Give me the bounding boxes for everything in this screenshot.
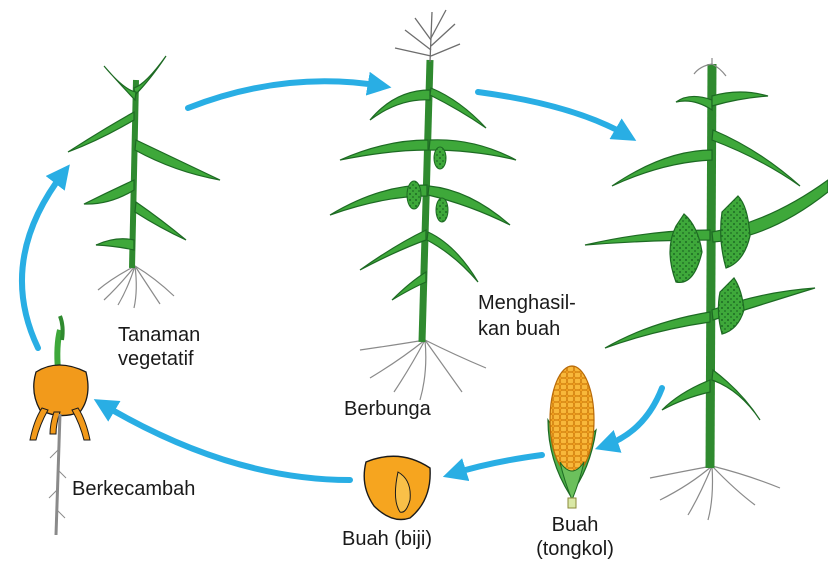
label-flowering: Berbunga <box>344 398 431 420</box>
shoot <box>57 330 60 370</box>
label-fruiting-line1: Menghasil- <box>478 292 576 314</box>
stem <box>568 498 576 508</box>
kernels <box>550 366 594 474</box>
arrow-germination-to-vegetative <box>22 172 64 348</box>
fruiting-plant <box>585 58 828 520</box>
seed-illustration <box>364 456 430 519</box>
stalk <box>422 60 430 342</box>
leaves <box>68 56 220 250</box>
arrow-vegetative-to-flowering <box>188 81 382 108</box>
roots <box>98 266 174 308</box>
flowering-plant <box>330 10 516 400</box>
label-seed: Buah (biji) <box>342 528 432 550</box>
label-vegetative-line2: vegetatif <box>118 348 194 370</box>
cob-illustration <box>548 366 596 508</box>
label-vegetative-line1: Tanaman <box>118 324 200 346</box>
arrow-cob-to-seed <box>452 455 542 474</box>
stalk <box>710 64 712 468</box>
arrow-flowering-to-fruiting <box>478 92 628 136</box>
roots <box>360 340 486 400</box>
label-germination: Berkecambah <box>72 478 195 500</box>
vegetative-plant <box>68 56 220 308</box>
roots <box>650 466 780 520</box>
tassel <box>395 10 460 62</box>
primary-root <box>56 414 60 535</box>
arrow-fruiting-to-cob <box>604 388 662 446</box>
label-fruiting-line2: kan buah <box>478 318 560 340</box>
label-cob-line2: (tongkol) <box>520 538 630 560</box>
arrow-seed-to-germination <box>102 404 350 480</box>
label-cob-line1: Buah <box>520 514 630 536</box>
